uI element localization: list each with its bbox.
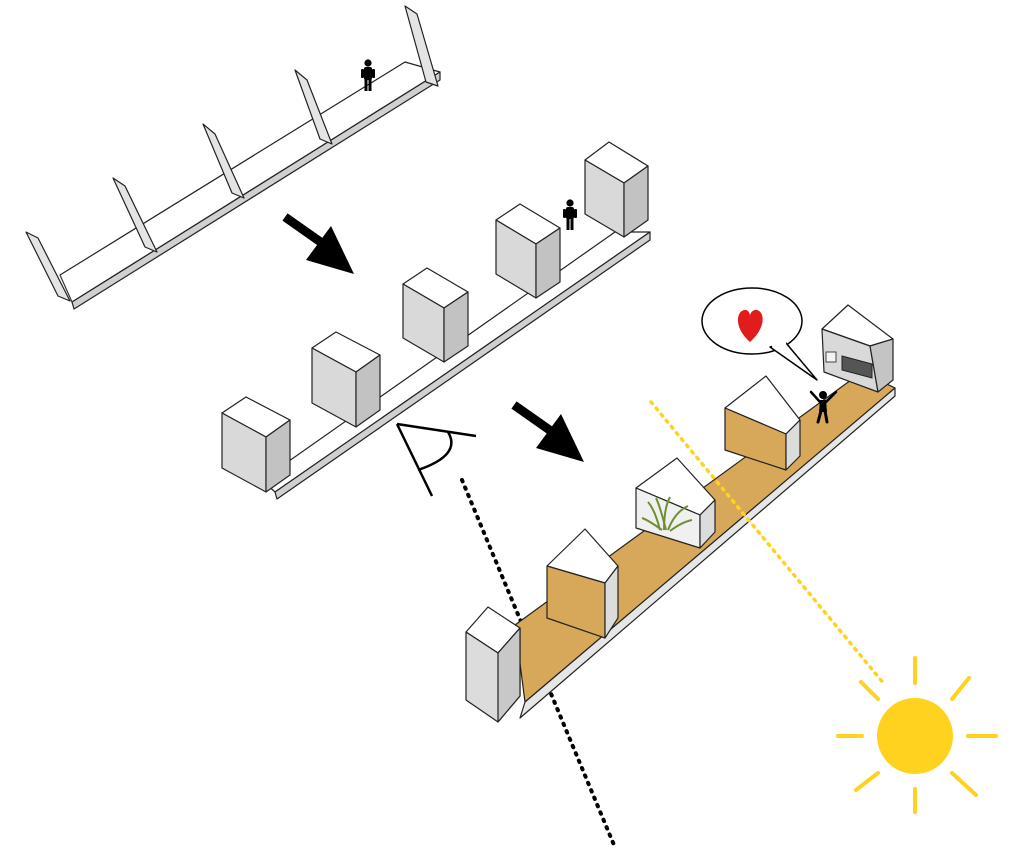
stage-1-slab-edge bbox=[71, 71, 441, 310]
stage-1-partition-walls bbox=[25, 5, 441, 310]
stage-2-block-3 bbox=[402, 267, 469, 363]
stage-1-wall-3 bbox=[202, 123, 245, 199]
heart-icon bbox=[737, 309, 763, 342]
stage-1-wall-1 bbox=[25, 231, 71, 302]
arrow-down-right-icon-2 bbox=[511, 401, 584, 462]
eye-viewpoint-icon bbox=[395, 422, 477, 497]
stage-2-slab-edge bbox=[274, 231, 651, 500]
stage-3-unit-4 bbox=[724, 375, 801, 471]
stage-2-block-5 bbox=[584, 141, 649, 238]
sunlight-line bbox=[649, 400, 887, 687]
stage-3-sloped-roof-units bbox=[465, 287, 896, 723]
stage-2-block-1 bbox=[221, 396, 291, 493]
stage-1-wall-5 bbox=[404, 5, 439, 87]
sun-icon bbox=[836, 656, 998, 814]
stage-3-unit-5 bbox=[821, 304, 894, 393]
stage-1-wall-2 bbox=[112, 177, 158, 253]
appliance-icon bbox=[841, 355, 873, 379]
stage-3-slab-edge bbox=[519, 387, 896, 719]
stage-2-person-silhouette-icon bbox=[563, 199, 577, 230]
arrow-down-right-icon-1 bbox=[282, 213, 354, 274]
speech-bubble bbox=[701, 287, 818, 381]
plant-icon bbox=[641, 496, 693, 532]
window-icon bbox=[825, 351, 837, 363]
stage-2-block-2 bbox=[311, 331, 381, 428]
stage-3-unit-1 bbox=[465, 606, 521, 723]
stage-3-person-silhouette-icon bbox=[809, 390, 838, 424]
stage-2-block-walls bbox=[221, 141, 651, 500]
sight-line bbox=[460, 478, 616, 847]
stage-1-person-silhouette-icon bbox=[361, 59, 375, 91]
stage-2-block-4 bbox=[495, 203, 561, 299]
stage-3-unit-2 bbox=[546, 528, 619, 639]
stage-3-unit-3 bbox=[635, 457, 716, 549]
stage-1-wall-4 bbox=[294, 69, 333, 145]
